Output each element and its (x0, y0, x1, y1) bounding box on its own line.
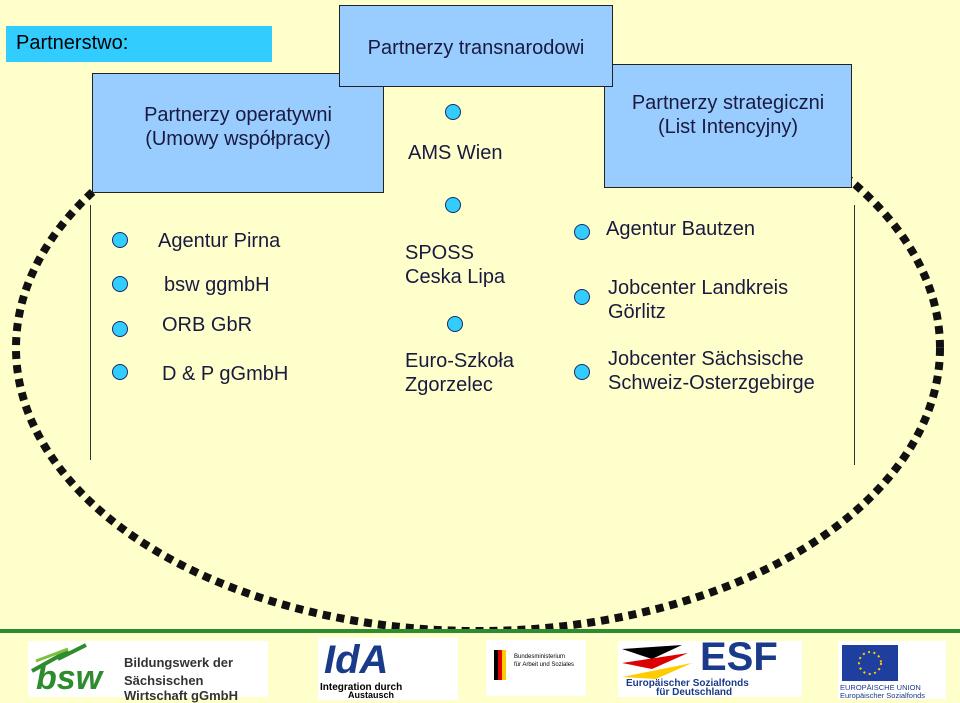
header-operative-partners: Partnerzy operatywni (Umowy współpracy) (92, 73, 384, 193)
bsw-logo-text2: Sächsischen Wirtschaft gGmbH (124, 673, 238, 703)
german-eagle-icon (494, 650, 506, 680)
esf-logo-text2: für Deutschland (656, 687, 733, 698)
partner-dp: D & P gGmbH (162, 363, 289, 385)
bullet-dot (112, 321, 128, 337)
ida-logo-mark: IdA (324, 638, 389, 682)
eu-logo: EUROPÄISCHE UNION Europäischer Sozialfon… (838, 641, 946, 700)
ida-logo-text2: Austausch (348, 690, 395, 700)
title-box: Partnerstwo: (6, 26, 272, 62)
header-strategic-label: Partnerzy strategiczni (List Intencyjny) (631, 92, 825, 138)
partner-euro-szkola: Euro-Szkoła Zgorzelec (405, 350, 514, 396)
partner-agentur-pirna: Agentur Pirna (158, 230, 281, 252)
bullet-dot (574, 364, 590, 380)
bsw-logo-mark (31, 643, 87, 673)
page-title: Partnerstwo: (16, 32, 129, 54)
partner-ams-wien: AMS Wien (408, 142, 503, 164)
bmas-logo: Bundesministerium für Arbeit und Soziale… (486, 640, 586, 696)
partner-bsw: bsw ggmbH (164, 274, 270, 296)
bullet-dot (574, 224, 590, 240)
bsw-logo-text1: Bildungswerk der (124, 655, 234, 670)
eu-logo-text1: EUROPÄISCHE UNION (840, 683, 921, 692)
partner-orb: ORB GbR (162, 314, 253, 336)
esf-logo-text1: Europäischer Sozialfonds (626, 678, 749, 689)
partner-jobcenter-saechsische: Jobcenter Sächsische Schweiz-Osterzgebir… (608, 348, 815, 394)
bullet-dot (445, 197, 461, 213)
bmas-logo-text2: für Arbeit und Soziales (514, 662, 575, 668)
esf-logo: ESF Europäischer Sozialfonds für Deutsch… (618, 635, 802, 698)
left-divider (90, 205, 91, 460)
header-strategic-partners: Partnerzy strategiczni (List Intencyjny) (604, 64, 852, 188)
bullet-dot (447, 316, 463, 332)
bmas-logo-text1: Bundesministerium (514, 654, 566, 660)
partner-agentur-bautzen: Agentur Bautzen (606, 218, 755, 240)
ida-logo: IdA Integration durch Austausch (318, 638, 458, 700)
partner-jobcenter-goerlitz: Jobcenter Landkreis Görlitz (608, 277, 789, 323)
header-transnational-partners: Partnerzy transnarodowi (339, 5, 613, 87)
bsw-logo: bsw Bildungswerk der Sächsischen Wirtsch… (28, 641, 268, 703)
esf-logo-mark: ESF (700, 635, 778, 679)
partner-sposs: SPOSS Ceska Lipa (405, 242, 506, 288)
right-divider (854, 205, 855, 465)
footer-rule (0, 629, 960, 633)
eu-flag-icon (842, 645, 898, 681)
header-transnational-label: Partnerzy transnarodowi (367, 37, 585, 59)
header-operative-label: Partnerzy operatywni (Umowy współpracy) (144, 104, 332, 150)
ida-logo-text1: Integration durch (320, 682, 403, 693)
bullet-dot (112, 364, 128, 380)
bullet-dot (112, 232, 128, 248)
bullet-dot (445, 104, 461, 120)
bullet-dot (574, 289, 590, 305)
eu-logo-text2: Europäischer Sozialfonds (840, 691, 926, 700)
esf-flag-icon (622, 645, 692, 679)
bsw-logo-mark-text: bsw (36, 659, 103, 697)
bullet-dot (112, 276, 128, 292)
